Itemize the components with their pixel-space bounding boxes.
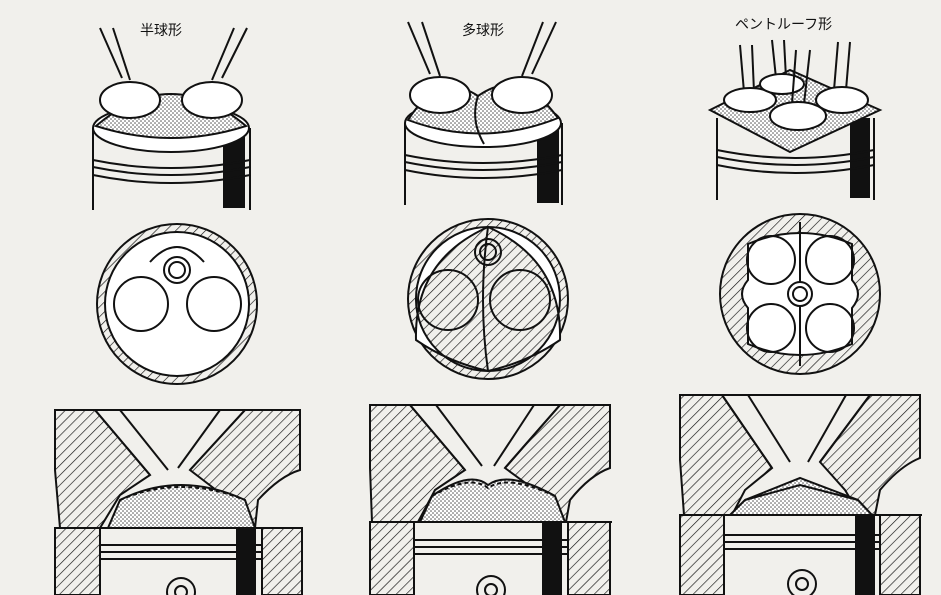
multi-cross-section [369, 404, 612, 595]
pentroof-plan-view [719, 213, 881, 375]
pentroof-cross-section [679, 394, 922, 595]
multi-plan-view [407, 218, 569, 380]
hemi-perspective [92, 27, 251, 210]
hemi-cross-section [54, 409, 303, 595]
label-multispherical: 多球形 [462, 23, 504, 39]
label-pentroof: ペントルーフ形 [735, 17, 833, 33]
pentroof-perspective [707, 39, 883, 200]
multi-perspective [404, 21, 563, 205]
hemi-plan-view [96, 223, 258, 385]
label-hemispherical: 半球形 [140, 23, 182, 39]
